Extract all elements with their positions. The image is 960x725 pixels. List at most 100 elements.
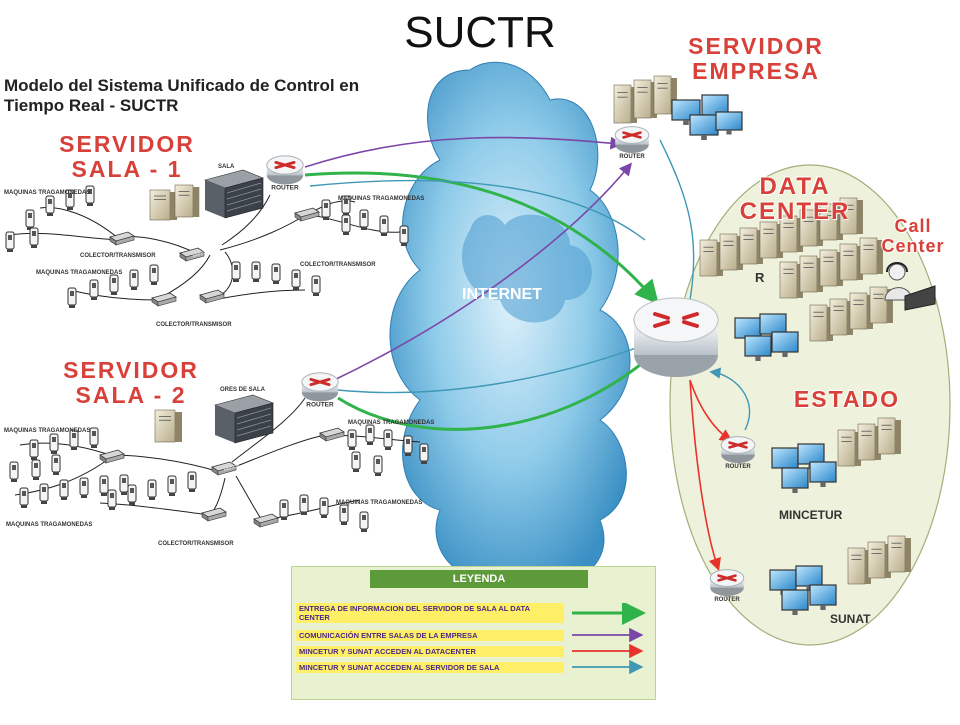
datacenter-tower-row2-3 [839,243,863,281]
sala2-slot-group5-2 [187,471,197,492]
diagram-subtitle: Modelo del Sistema Unificado de Control … [4,76,359,116]
call-center-line1: Call [894,216,932,236]
call-center-label: Call Center [868,216,958,256]
datacenter-tower-row2-1 [799,255,823,293]
sala1-slot-group3-1 [109,274,119,295]
sala2-slot-group5-4 [127,484,137,505]
router-text: ROUTER [271,185,299,192]
sala1-slot-group3-0 [89,279,99,300]
sala2-slot-group1-5 [31,459,41,480]
sala2-slot-group5-0 [147,479,157,500]
network-cable [231,397,306,463]
datacenter-monitor-4 [771,331,799,357]
legend-row-2: COMUNICACIÓN ENTRE SALAS DE LA EMPRESA [296,630,564,641]
sala2-slot-group2-4 [99,475,109,496]
legend-header: LEYENDA [370,570,588,588]
legend: LEYENDA ENTREGA DE INFORMACION DEL SERVI… [291,566,656,700]
legend-row-3: MINCETUR Y SUNAT ACCEDEN AL DATACENTER [296,646,564,657]
green-link-sala2-datacenter [337,343,665,431]
mincetur-label: MINCETUR [779,508,843,522]
network-cable [9,232,121,241]
servidor-sala-2-line2: SALA - 2 [75,382,187,408]
router-text: ROUTER [619,154,645,160]
datacenter-tower-row1-2 [739,227,763,265]
servidor-sala-1-line1: SERVIDOR [59,131,195,157]
sala-label: SALA [218,164,235,170]
sala1-slot-group4-3 [291,269,301,290]
sala1-slot-group2-4 [399,225,409,246]
maquinas-label-5: MAQUINAS TRAGAMONEDAS [6,522,93,528]
network-cable [211,289,306,301]
sala2-slot-group1-2 [69,429,79,450]
connections [304,136,751,572]
datacenter-tower-row3-0 [809,304,833,342]
maquinas-label-3: MAQUINAS TRAGAMONEDAS [338,196,425,202]
sala1-rack-server [204,169,264,219]
sala1-router: ROUTER [266,155,304,192]
sunat-tower-2 [887,535,911,573]
legend-row-4: MINCETUR Y SUNAT ACCEDEN AL SERVIDOR DE … [296,662,564,673]
sunat-router: ROUTER [709,569,745,603]
sala1-slot-group4-4 [311,275,321,296]
datacenter-tower-row2-0 [779,261,803,299]
data-center-line2: CENTER [739,198,851,225]
sala2-slot-group2-3 [79,477,89,498]
sala1-slot-group1-0 [45,195,55,216]
sala1-collector-1 [109,231,135,246]
sala2-slot-group3-1 [365,424,375,445]
router-text: ROUTER [714,597,740,603]
empresa-server-2 [633,79,657,119]
network-cable [19,442,111,456]
sala2-collector-3 [201,507,227,522]
switch-text: SWITCH [192,249,209,258]
collector-label-3: COLECTOR/TRANSMISOR [156,322,232,328]
datacenter-tower-row3-2 [849,292,873,330]
sala1-collector-2 [294,207,320,222]
sala2-slot-group5-3 [107,489,117,510]
call-center-line2: Center [881,236,945,256]
purple-link-sala2-empresa [329,162,633,383]
maquinas-label-7: MAQUINAS TRAGAMONEDAS [336,500,423,506]
teal-link-sala1 [309,179,646,241]
sala2-slot-group1-6 [51,454,61,475]
sala2-slot-group3-5 [351,451,361,472]
network-cable [231,434,326,469]
sala1-slot-group1-5 [29,227,39,248]
sala2-slot-group2-2 [59,479,69,500]
legend-row-1: ENTREGA DE INFORMACION DEL SERVIDOR DE S… [296,603,564,623]
maquinas-label-2: MAQUINAS TRAGAMONEDAS [36,270,123,276]
sala2-collector-1 [99,449,125,464]
sunat-label: SUNAT [830,612,871,626]
router-text: ROUTER [725,464,751,470]
sala1-slot-group3-3 [149,264,159,285]
datacenter-tower-row1-3 [759,221,783,259]
sala2-slot-group4-0 [279,499,289,520]
switch-text: SWITCH [223,463,240,472]
sala1-slot-group2-3 [379,215,389,236]
maquinas-label-1: MAQUINAS TRAGAMONEDAS [4,190,91,196]
sala2-slot-group3-4 [419,443,429,464]
red-link-mincetur [689,379,733,442]
empresa-server-1 [613,84,637,124]
sala2-slot-group2-5 [119,474,129,495]
call-center-agent-icon [884,262,936,311]
network-cable [221,194,271,246]
subtitle-line-2: Tiempo Real - SUCTR [4,96,179,115]
sala2-slot-group1-0 [29,439,39,460]
datacenter-tower-row1-7 [839,197,863,235]
purple-link-sala1-empresa [304,136,624,168]
sala2-router: ROUTER [301,372,339,409]
servidor-sala-1-label: SERVIDOR SALA - 1 [42,132,212,182]
sala1-collector-4 [199,289,225,304]
datacenter-tower-row3-1 [829,298,853,336]
sunat-tower-0 [847,547,871,585]
collector-label-4: COLECTOR/TRANSMISOR [158,541,234,547]
sala2-slot-group4-4 [359,511,369,532]
collector-label-2: COLECTOR/TRANSMISOR [300,262,376,268]
internet-label: INTERNET [462,286,542,303]
servidores-de-sala-label: ORES DE SALA [220,387,266,393]
estado-label: ESTADO [793,386,901,412]
mincetur-router: ROUTER [720,436,756,470]
router-text: ROUTER [306,402,334,409]
